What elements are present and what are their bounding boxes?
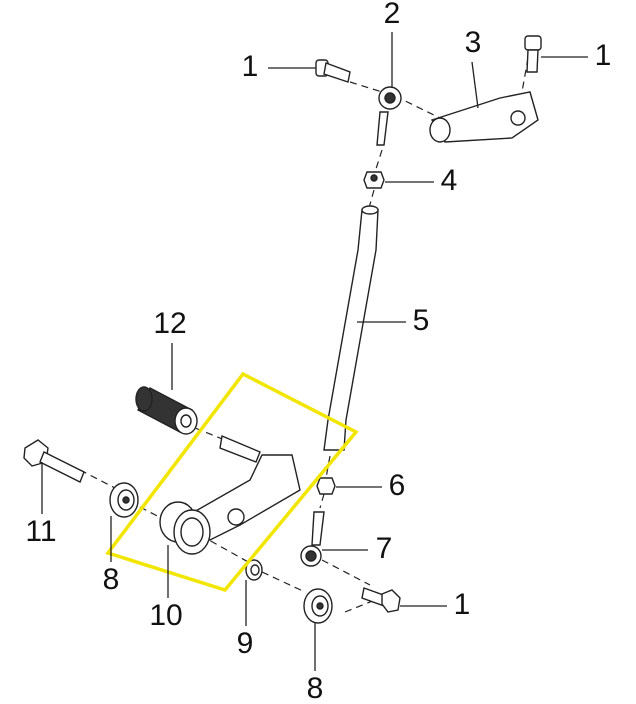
callout-12: 12 [153, 307, 186, 340]
pivot-bolt-part [23, 439, 85, 483]
callout-6: 6 [389, 469, 406, 502]
rod-end-lower-part [300, 511, 325, 567]
callout-11: 11 [25, 515, 56, 548]
callout-8-right: 8 [307, 672, 324, 704]
pedal-rubber-part [135, 386, 198, 435]
callout-4: 4 [441, 164, 458, 197]
shift-lever-part [159, 435, 301, 555]
callout-1-top-left: 1 [242, 50, 259, 83]
rod-end-upper-part [376, 86, 402, 146]
upper-arm-part [429, 91, 539, 143]
bearing-right-part [303, 588, 333, 624]
callout-1-top-right: 1 [595, 39, 612, 72]
callout-10: 10 [149, 599, 182, 632]
bearing-left-part [109, 482, 139, 518]
nut-upper-part [363, 171, 385, 189]
callout-5: 5 [413, 304, 430, 337]
callout-7: 7 [376, 532, 393, 565]
callout-2: 2 [384, 0, 401, 30]
bolt-top-right-part [524, 35, 542, 73]
callout-9: 9 [237, 627, 254, 660]
bushing-part [245, 559, 263, 581]
highlight-box [105, 371, 359, 593]
callout-8-left: 8 [103, 563, 120, 596]
callout-3: 3 [465, 26, 482, 59]
leader-lines [41, 32, 588, 671]
callout-1-lower: 1 [454, 588, 471, 621]
bolt-lower-part [361, 587, 401, 613]
shift-rod-part [323, 205, 379, 451]
nut-lower-part [316, 477, 336, 495]
bolt-top-left-part [315, 59, 351, 83]
